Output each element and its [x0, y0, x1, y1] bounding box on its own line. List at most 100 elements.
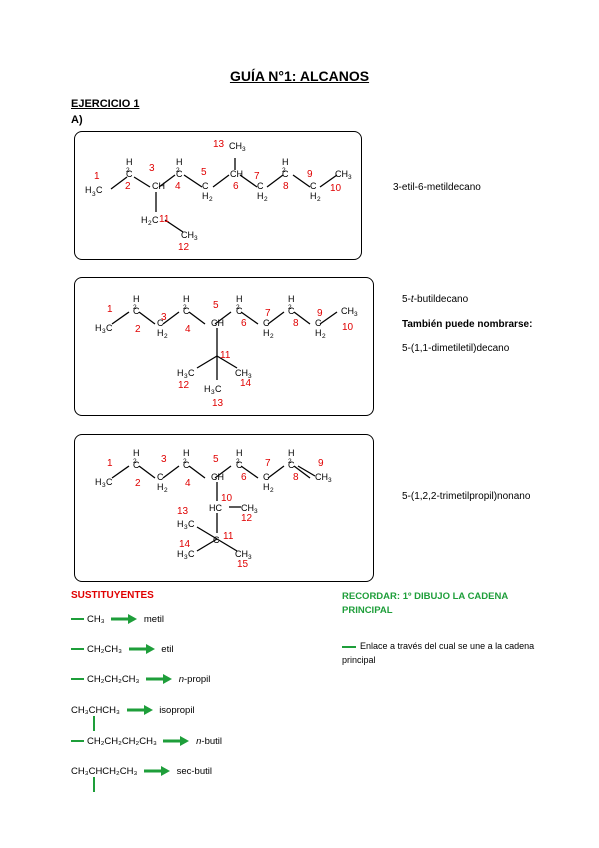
svg-text:7: 7: [265, 308, 271, 319]
green-arrow-icon: [146, 674, 173, 685]
green-arrow-icon: [126, 705, 153, 716]
svg-text:H: H: [236, 448, 243, 458]
svg-text:3: 3: [184, 554, 188, 561]
svg-text:C: C: [263, 318, 270, 328]
svg-text:3: 3: [102, 482, 106, 489]
svg-text:3: 3: [161, 454, 167, 465]
svg-text:C: C: [288, 306, 295, 316]
svg-text:2: 2: [135, 478, 141, 489]
svg-text:H: H: [157, 328, 164, 338]
svg-text:C: C: [215, 384, 222, 394]
substituent-name: -propil: [184, 674, 211, 685]
svg-text:14: 14: [240, 378, 252, 389]
substituent-name-prefix: n: [196, 736, 202, 747]
bond-dash-icon: [71, 618, 84, 621]
svg-text:1: 1: [107, 458, 113, 469]
svg-text:3: 3: [149, 163, 155, 174]
svg-text:11: 11: [220, 350, 231, 361]
svg-text:C: C: [315, 318, 322, 328]
svg-text:1: 1: [107, 304, 113, 315]
svg-text:H: H: [157, 482, 164, 492]
substituent-row-n-butil: CH₂CH₂CH₂CH₃ n-butil: [71, 735, 222, 749]
svg-text:H: H: [263, 482, 270, 492]
svg-text:H: H: [263, 328, 270, 338]
svg-text:CH: CH: [181, 230, 194, 240]
svg-text:2: 2: [317, 196, 321, 203]
svg-text:CH: CH: [315, 472, 328, 482]
svg-text:2: 2: [125, 181, 131, 192]
svg-text:8: 8: [293, 472, 299, 483]
svg-text:C: C: [263, 472, 270, 482]
svg-text:CH: CH: [341, 306, 354, 316]
green-arrow-icon: [143, 766, 170, 777]
svg-text:2: 2: [133, 304, 137, 311]
svg-text:12: 12: [241, 513, 253, 524]
svg-text:H: H: [133, 294, 140, 304]
svg-text:2: 2: [183, 458, 187, 465]
svg-text:2: 2: [164, 333, 168, 340]
svg-text:3: 3: [211, 389, 215, 396]
substituent-formula: CH₃: [87, 614, 105, 625]
molecule-name-3: 5-(1,2,2-trimetilpropil)nonano: [402, 491, 531, 502]
substituent-name: sec-butil: [176, 766, 212, 777]
svg-text:H: H: [95, 323, 102, 333]
svg-text:6: 6: [241, 472, 247, 483]
svg-text:2: 2: [288, 304, 292, 311]
svg-text:2: 2: [270, 487, 274, 494]
exercise-heading: EJERCICIO 1: [71, 98, 140, 110]
svg-text:2: 2: [270, 333, 274, 340]
svg-text:3: 3: [242, 146, 246, 153]
svg-text:C: C: [183, 460, 190, 470]
svg-text:CH: CH: [335, 169, 348, 179]
bond-note-text: Enlace a través del cual se une a la cad…: [342, 641, 535, 665]
svg-text:3: 3: [254, 508, 258, 515]
substituent-row-sec-butil: CH₃CHCH₂CH₃ sec-butil: [71, 765, 212, 779]
svg-text:H: H: [315, 328, 322, 338]
svg-text:C: C: [133, 306, 140, 316]
svg-text:C: C: [288, 460, 295, 470]
svg-text:CH: CH: [229, 141, 242, 151]
svg-text:CH: CH: [211, 472, 224, 482]
svg-text:2: 2: [322, 333, 326, 340]
svg-text:12: 12: [178, 242, 190, 253]
svg-text:CH: CH: [211, 318, 224, 328]
svg-text:H: H: [236, 294, 243, 304]
svg-text:2: 2: [126, 167, 130, 174]
svg-text:C: C: [157, 472, 164, 482]
svg-text:7: 7: [265, 458, 271, 469]
svg-text:2: 2: [176, 167, 180, 174]
substituent-name: metil: [143, 614, 164, 625]
svg-text:H: H: [288, 448, 295, 458]
svg-text:C: C: [188, 368, 195, 378]
svg-text:H: H: [183, 294, 190, 304]
svg-text:5: 5: [213, 300, 219, 311]
svg-text:10: 10: [330, 183, 342, 194]
svg-text:4: 4: [185, 478, 191, 489]
svg-text:13: 13: [212, 398, 224, 409]
substituent-row-metil: CH₃ metil: [71, 613, 164, 627]
svg-text:CH: CH: [235, 549, 248, 559]
svg-text:3: 3: [248, 554, 252, 561]
substituent-name: isopropil: [159, 705, 195, 716]
green-arrow-icon: [128, 644, 155, 655]
svg-text:10: 10: [221, 493, 233, 504]
bond-dash-icon: [71, 740, 84, 743]
svg-text:C: C: [236, 460, 243, 470]
svg-text:2: 2: [236, 458, 240, 465]
bond-note: Enlace a través del cual se une a la cad…: [342, 639, 542, 667]
svg-text:C: C: [133, 460, 140, 470]
svg-text:2: 2: [135, 324, 141, 335]
svg-text:H: H: [133, 448, 140, 458]
svg-text:CH: CH: [152, 181, 165, 191]
svg-text:5: 5: [213, 454, 219, 465]
substituent-formula: CH₂CH₂CH₂CH₃: [87, 736, 157, 747]
svg-text:CH: CH: [241, 503, 254, 513]
substituent-name: etil: [161, 644, 174, 655]
substituent-formula: CH₃CHCH₂CH₃: [71, 766, 138, 777]
svg-text:11: 11: [223, 531, 234, 542]
substituent-row-etil: CH₂CH₃ etil: [71, 643, 173, 657]
svg-text:2: 2: [133, 458, 137, 465]
